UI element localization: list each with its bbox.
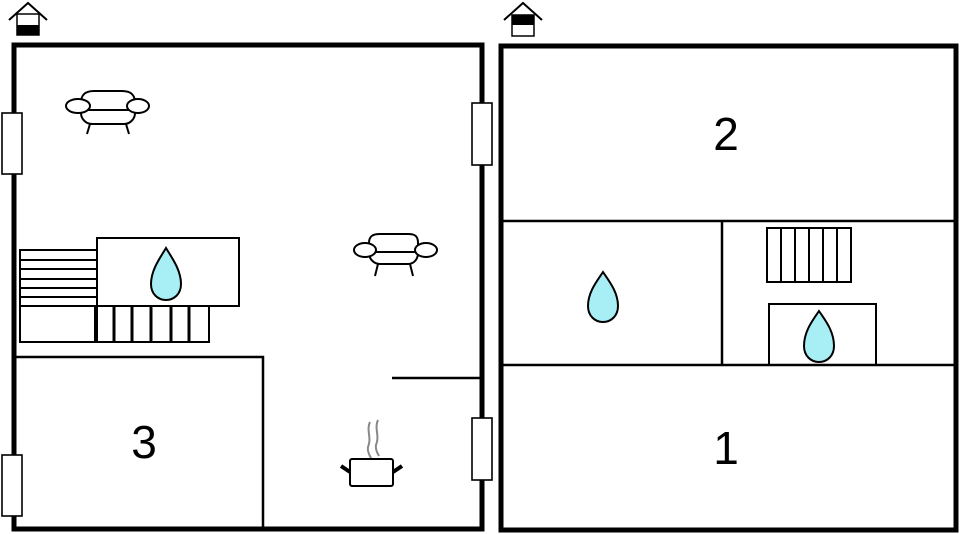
water-drop-icon [802, 309, 836, 364]
room-bathroom [96, 237, 240, 307]
cooking-pot-icon [339, 419, 404, 487]
window [1, 112, 23, 175]
window [471, 102, 493, 166]
room-bedroom-1: 1 [713, 422, 739, 474]
upper-floor-outer-wall [498, 43, 959, 533]
armchair-icon [65, 90, 150, 135]
water-drop-icon [586, 270, 620, 324]
room-label-3: 3 [131, 416, 157, 468]
room-label-2: 2 [713, 108, 739, 160]
room-label-1: 1 [713, 422, 739, 474]
ground-floor-outer-wall [11, 42, 485, 532]
window [1, 454, 23, 517]
room-bedroom-3: 3 [131, 416, 157, 468]
upper-floor-plan: 2 1 [498, 1, 959, 533]
house-upper-floor-icon [503, 1, 543, 37]
staircase [766, 227, 852, 283]
house-ground-floor-icon [8, 1, 48, 36]
room-bedroom-2: 2 [713, 108, 739, 160]
bedroom-3-wall [16, 355, 265, 529]
room-bathroom-right [768, 303, 877, 366]
room-bathroom-left [586, 270, 620, 324]
staircase [19, 249, 210, 343]
ground-floor-plan: 3 [1, 1, 493, 532]
window [471, 417, 493, 481]
armchair-icon [353, 233, 438, 277]
water-drop-icon [149, 246, 183, 302]
